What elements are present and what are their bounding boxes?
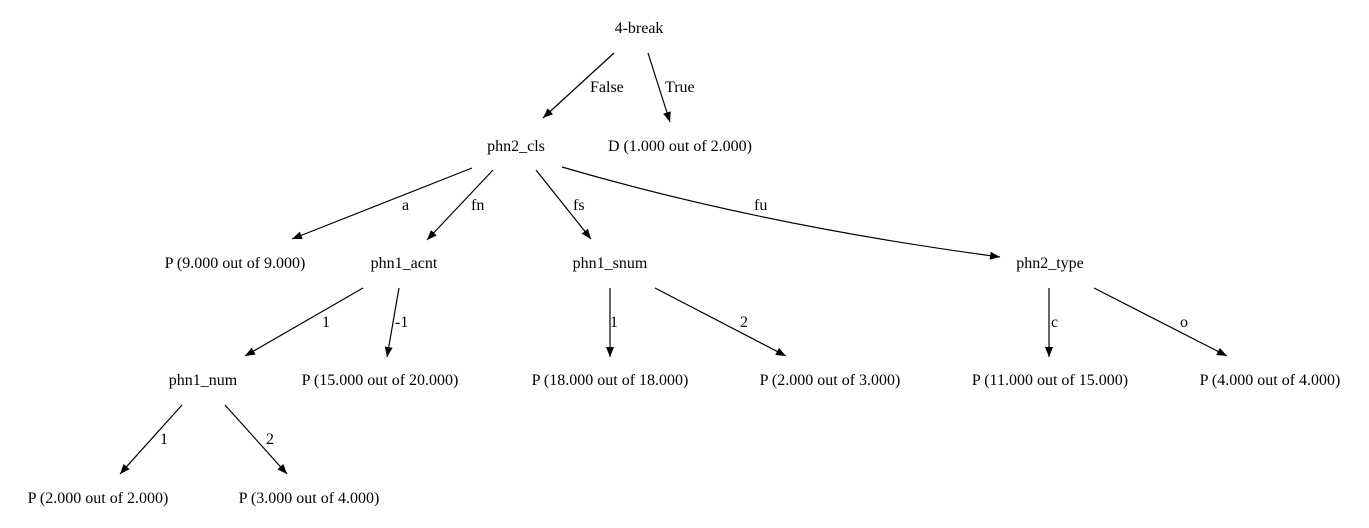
- edge-label-acnt-neg1: -1: [395, 314, 408, 331]
- node-root: 4-break: [615, 20, 664, 37]
- edge-label-num-2: 2: [266, 431, 274, 448]
- leaf-p-type-c: P (11.000 out of 15.000): [972, 372, 1128, 389]
- edge-labels: False True a fn fs fu 1 -1 1 2 c o 1 2: [160, 79, 1188, 448]
- edge-label-cls-fu: fu: [754, 197, 767, 214]
- edge-label-type-o: o: [1180, 314, 1188, 331]
- leaf-d-true: D (1.000 out of 2.000): [608, 138, 752, 155]
- leaf-p-num-1: P (2.000 out of 2.000): [28, 490, 169, 507]
- edges: [119, 52, 1228, 475]
- edge-label-acnt-1: 1: [322, 314, 330, 331]
- nodes: 4-break phn2_cls D (1.000 out of 2.000) …: [28, 20, 1341, 507]
- edge-label-type-c: c: [1051, 314, 1058, 331]
- edge-label-cls-fn: fn: [471, 197, 484, 214]
- edge-cls-fu: [561, 166, 1001, 260]
- edge-label-num-1: 1: [160, 431, 168, 448]
- edge-label-cls-a: a: [402, 197, 409, 214]
- leaf-p-type-o: P (4.000 out of 4.000): [1200, 372, 1341, 389]
- edge-num-2: [224, 404, 288, 475]
- edge-cls-fn: [426, 169, 494, 241]
- node-phn1-num: phn1_num: [169, 372, 238, 389]
- node-phn1-snum: phn1_snum: [573, 255, 648, 272]
- edge-snum-2: [654, 287, 787, 357]
- edge-acnt-1: [244, 287, 364, 357]
- edge-type-o: [1093, 287, 1228, 357]
- leaf-p-a: P (9.000 out of 9.000): [165, 255, 306, 272]
- edge-num-1: [119, 404, 183, 475]
- edge-root-false: [542, 52, 615, 119]
- edge-root-true: [647, 52, 671, 123]
- edge-cls-a: [291, 167, 473, 240]
- edge-label-snum-2: 2: [740, 314, 748, 331]
- edge-label-cls-fs: fs: [573, 197, 585, 214]
- leaf-p-acnt-neg1: P (15.000 out of 20.000): [302, 372, 459, 389]
- edge-acnt-neg1: [384, 287, 400, 358]
- node-phn1-acnt: phn1_acnt: [371, 255, 438, 272]
- leaf-p-snum-1: P (18.000 out of 18.000): [532, 372, 689, 389]
- edge-label-root-false: False: [590, 79, 624, 96]
- edge-cls-fs: [535, 169, 592, 240]
- edge-label-snum-1: 1: [610, 314, 618, 331]
- node-phn2-type: phn2_type: [1016, 255, 1084, 272]
- leaf-p-num-2: P (3.000 out of 4.000): [239, 490, 380, 507]
- leaf-p-snum-2: P (2.000 out of 3.000): [760, 372, 901, 389]
- node-phn2-cls: phn2_cls: [487, 138, 545, 155]
- edge-label-root-true: True: [665, 79, 695, 96]
